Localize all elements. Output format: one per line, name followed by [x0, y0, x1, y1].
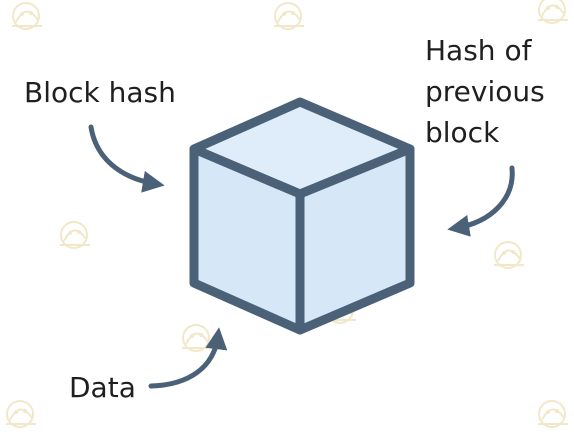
arrow-data: [148, 327, 228, 389]
arrow-previous-hash: [447, 165, 515, 237]
arrow-block-hash: [88, 124, 165, 193]
previous-hash-line-1: Hash of: [425, 34, 532, 67]
previous-hash-line-3: block: [425, 116, 500, 149]
previous-hash-line-2: previous: [425, 75, 545, 108]
previous-block-hash-label: Hash of previous block: [425, 30, 545, 153]
block-cube: [189, 97, 415, 335]
data-label: Data: [69, 371, 136, 404]
block-hash-label: Block hash: [24, 76, 176, 109]
cube-right-face: [295, 144, 415, 335]
